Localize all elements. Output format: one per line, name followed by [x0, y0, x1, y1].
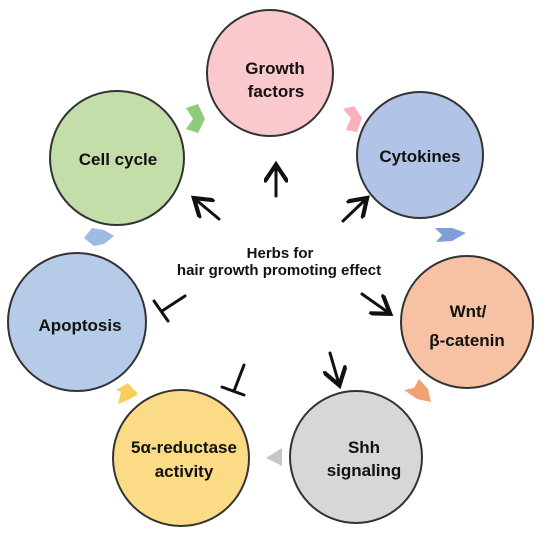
inhibit-apoptosis-bar	[152, 299, 170, 323]
node-reductase: 5α-reductase activity	[112, 389, 250, 527]
node-cell-cycle: Cell cycle	[49, 90, 185, 226]
wnt-circle	[400, 255, 534, 389]
arrow-to-cytokines	[341, 199, 366, 223]
apoptosis-circle	[7, 252, 147, 392]
apoptosis-label: Apoptosis	[38, 316, 121, 335]
node-shh: Shh signaling	[289, 390, 423, 524]
inhibit-apoptosis-shaft	[160, 294, 187, 313]
connector-reductase-to-apoptosis	[116, 383, 138, 404]
connector-shh-to-reductase	[266, 448, 282, 466]
inhibit-reductase-shaft	[232, 363, 246, 393]
center-label-line1: Herbs for	[247, 245, 314, 262]
shh-circle	[289, 390, 423, 524]
inhibit-apoptosis	[152, 294, 187, 323]
arrow-to-shh	[330, 351, 339, 384]
effect-arrows	[152, 166, 389, 397]
center-text: Herbs for hair growth promoting effect	[177, 245, 381, 279]
arrow-to-wnt	[360, 292, 389, 313]
node-wnt: Wnt/ β-catenin	[400, 255, 534, 389]
cytokines-label: Cytokines	[379, 147, 460, 166]
connector-wnt-to-shh	[404, 379, 431, 402]
cytokines-circle	[356, 91, 484, 219]
cell-cycle-label: Cell cycle	[79, 150, 157, 169]
shh-label-line1: Shh	[348, 438, 380, 457]
growth-factors-label-line1: Growth	[245, 59, 305, 78]
wnt-label-line2: β-catenin	[429, 331, 505, 350]
reductase-circle	[112, 389, 250, 527]
arrow-to-cell-cycle	[195, 199, 221, 221]
growth-factors-label-line2: factors	[248, 82, 305, 101]
wnt-label-line1: Wnt/	[450, 302, 487, 321]
reductase-label-line2: activity	[155, 462, 214, 481]
center-label-line2: hair growth promoting effect	[177, 262, 381, 279]
node-apoptosis: Apoptosis	[7, 252, 147, 392]
connector-cellcycle-to-growth	[186, 104, 205, 133]
reductase-label-line1: 5α-reductase	[131, 438, 237, 457]
cell-cycle-circle	[49, 90, 185, 226]
node-growth-factors: Growth factors	[206, 9, 334, 137]
cycle-connectors	[84, 104, 466, 466]
growth-factors-circle	[206, 9, 334, 137]
connector-cytokines-to-wnt	[435, 228, 466, 242]
inhibit-reductase	[220, 363, 246, 397]
connector-apoptosis-to-cellcycle	[84, 228, 114, 246]
node-cytokines: Cytokines	[356, 91, 484, 219]
connector-growth-to-cytokines	[343, 106, 362, 132]
shh-label-line2: signaling	[327, 461, 402, 480]
inhibit-reductase-bar	[220, 385, 246, 397]
